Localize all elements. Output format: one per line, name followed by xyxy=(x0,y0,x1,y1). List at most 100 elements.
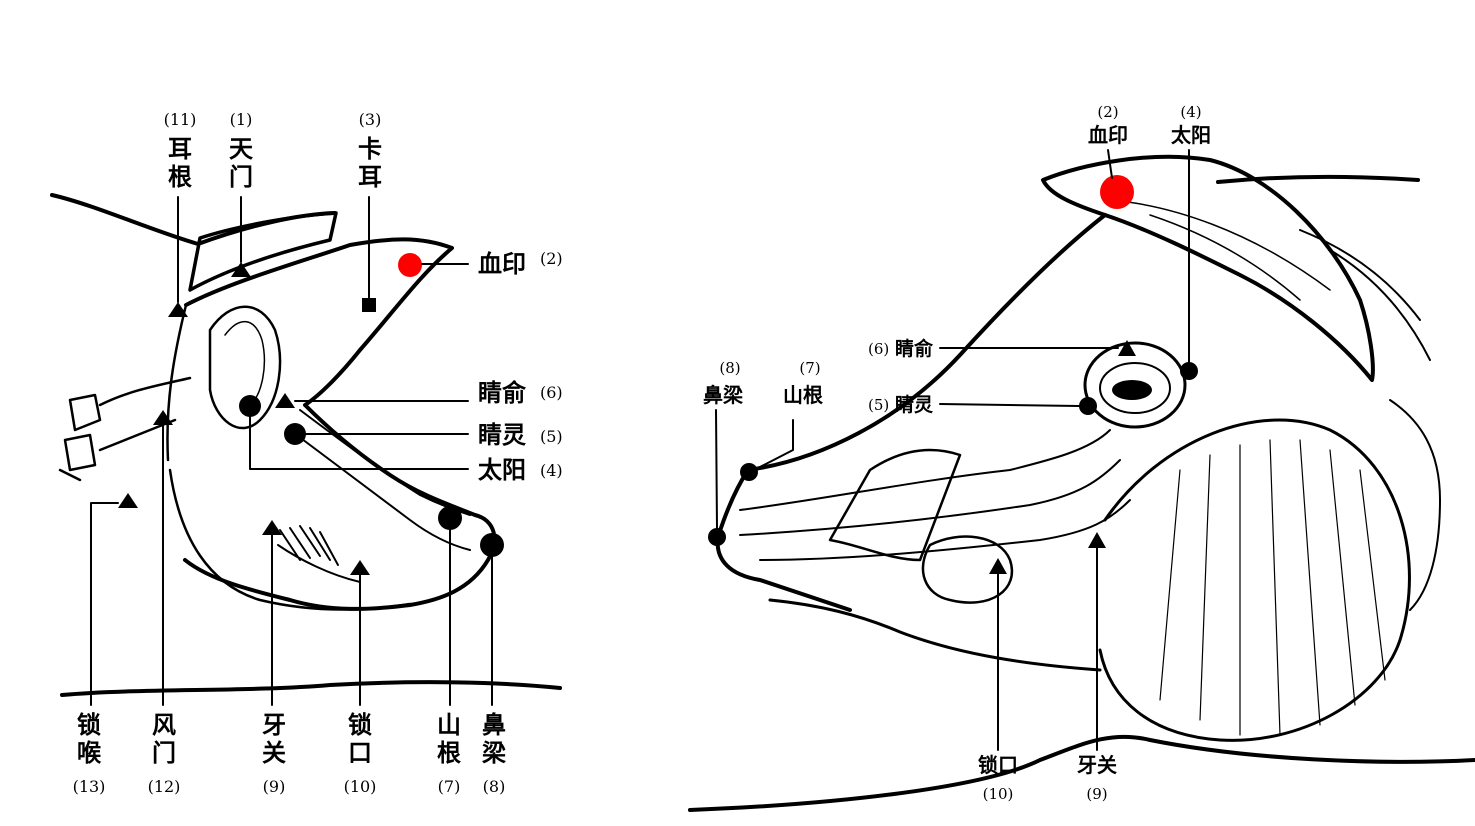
right-ya-guan-text: 牙关 xyxy=(1077,753,1117,777)
right-eye-outer xyxy=(1083,341,1187,429)
left-teeth xyxy=(277,525,361,583)
left-tian-men-char1: 天 xyxy=(229,135,253,163)
left-ya-guan-char2: 关 xyxy=(262,739,286,767)
left-suo-kou-char2: 口 xyxy=(348,739,372,767)
left-ya-guan-marker xyxy=(262,520,282,535)
left-suo-hou-char2: 喉 xyxy=(77,739,102,767)
left-tian-men-marker xyxy=(231,262,251,277)
left-suo-kou-marker xyxy=(350,560,370,575)
left-tai-yang-marker xyxy=(239,395,261,417)
right-suo-kou-text: 锁口 xyxy=(978,753,1018,777)
right-eye-pupil xyxy=(1112,380,1152,400)
left-belly-line xyxy=(60,680,562,697)
right-xue-yin-leader xyxy=(1107,149,1113,179)
left-jing-ling-num: (5) xyxy=(540,427,563,446)
right-snout xyxy=(715,468,852,612)
left-neck-bones xyxy=(58,376,192,482)
left-feng-men-num: (12) xyxy=(148,777,181,796)
right-bi-liang-marker xyxy=(708,528,726,546)
right-shan-gen-leader xyxy=(757,419,794,469)
left-feng-men-char2: 门 xyxy=(152,739,176,767)
right-jing-ling-text: 睛灵 xyxy=(895,393,934,416)
left-suo-hou-leader xyxy=(90,502,119,706)
right-tai-yang-marker xyxy=(1180,362,1198,380)
right-jing-ling-leader xyxy=(939,403,1080,407)
left-mandible xyxy=(168,468,412,611)
right-jing-ling-marker xyxy=(1079,397,1097,415)
right-jing-ling-num: (5) xyxy=(868,396,889,414)
left-bi-liang-num: (8) xyxy=(483,777,506,796)
left-tian-men-char2: 门 xyxy=(229,163,253,191)
left-back-line xyxy=(50,193,337,246)
left-bi-liang-char1: 鼻 xyxy=(482,711,506,739)
left-xue-yin-num: (2) xyxy=(540,249,563,268)
right-muscle-band3 xyxy=(739,459,1121,536)
left-skull-back xyxy=(166,303,188,462)
left-ka-er-char1: 卡 xyxy=(358,135,382,163)
right-back-line xyxy=(1216,174,1420,184)
left-jing-ling-text: 睛灵 xyxy=(478,421,526,449)
left-shan-gen-char1: 山 xyxy=(437,711,461,739)
left-xue-yin-text: 血印 xyxy=(478,250,526,278)
left-feng-men-marker xyxy=(153,410,173,425)
right-bi-liang-num: (8) xyxy=(719,359,740,377)
right-xue-yin-marker xyxy=(1100,175,1134,209)
left-suo-kou-char1: 锁 xyxy=(348,711,372,739)
right-shan-gen-text: 山根 xyxy=(783,383,823,407)
right-bi-liang-text: 鼻梁 xyxy=(703,383,744,407)
right-xue-yin-num: (2) xyxy=(1097,103,1118,121)
right-shan-gen-num: (7) xyxy=(799,359,820,377)
left-shan-gen-num: (7) xyxy=(438,777,461,796)
left-er-gen-marker xyxy=(168,302,188,317)
right-ear xyxy=(1041,154,1375,382)
left-suo-hou-num: (13) xyxy=(73,777,106,796)
left-er-gen-char2: 根 xyxy=(168,163,192,191)
left-ka-er-num: (3) xyxy=(359,110,382,129)
left-ya-guan-char1: 牙 xyxy=(262,711,286,739)
left-ya-guan-num: (9) xyxy=(263,777,286,796)
left-er-gen-char1: 耳 xyxy=(168,135,192,163)
right-lip-fold xyxy=(921,535,1014,604)
left-tai-yang-text: 太阳 xyxy=(478,456,526,484)
right-ear-vein xyxy=(1109,199,1331,301)
right-cheek-fibers xyxy=(1159,439,1386,736)
left-suo-hou-marker xyxy=(118,493,138,508)
left-jing-yu-num: (6) xyxy=(540,383,563,402)
left-snout-line2 xyxy=(289,429,471,551)
left-bi-liang-char2: 梁 xyxy=(481,739,506,767)
right-muscle-band4 xyxy=(759,499,1131,561)
left-jing-yu-text: 睛俞 xyxy=(478,379,527,407)
right-eye-inner xyxy=(1099,362,1171,414)
right-muscle-band2 xyxy=(739,429,1111,511)
left-shan-gen-marker xyxy=(438,506,462,530)
right-ya-guan-marker xyxy=(1088,532,1106,548)
left-eye-socket xyxy=(208,305,282,430)
right-bi-liang-leader xyxy=(715,409,718,529)
right-mouth-line xyxy=(768,598,1102,672)
left-tian-men-num: (1) xyxy=(230,110,253,129)
left-xue-yin-marker xyxy=(398,253,422,277)
right-figure: (2) 血印 (4) 太阳 (8) 鼻梁 (7) 山根 (6) 睛俞 (5) 睛… xyxy=(688,103,1475,812)
left-jing-yu-marker xyxy=(275,393,295,408)
right-tai-yang-num: (4) xyxy=(1180,103,1201,121)
right-jing-yu-marker xyxy=(1118,340,1136,356)
right-head-top xyxy=(746,213,1107,472)
left-ka-er-marker xyxy=(362,298,376,312)
left-shan-gen-char2: 根 xyxy=(437,739,461,767)
right-neck-fold xyxy=(1389,399,1441,611)
left-jing-ling-marker xyxy=(284,423,306,445)
right-suo-kou-marker xyxy=(989,558,1007,574)
left-ka-er-char2: 耳 xyxy=(358,163,382,191)
right-shan-gen-marker xyxy=(740,463,758,481)
left-feng-men-char1: 风 xyxy=(152,711,176,739)
right-ear-hang xyxy=(1299,229,1431,361)
left-suo-kou-num: (10) xyxy=(344,777,377,796)
right-cheek xyxy=(1098,418,1411,742)
right-ya-guan-num: (9) xyxy=(1086,785,1107,803)
right-jing-yu-text: 睛俞 xyxy=(895,337,934,360)
left-figure: (11) 耳 根 (1) 天 门 (3) 卡 耳 血印 (2) 睛俞 (6) 睛… xyxy=(50,110,563,796)
right-bottom-line xyxy=(688,734,1475,812)
left-eye-socket-inner xyxy=(224,321,266,406)
right-tai-yang-text: 太阳 xyxy=(1171,123,1211,147)
